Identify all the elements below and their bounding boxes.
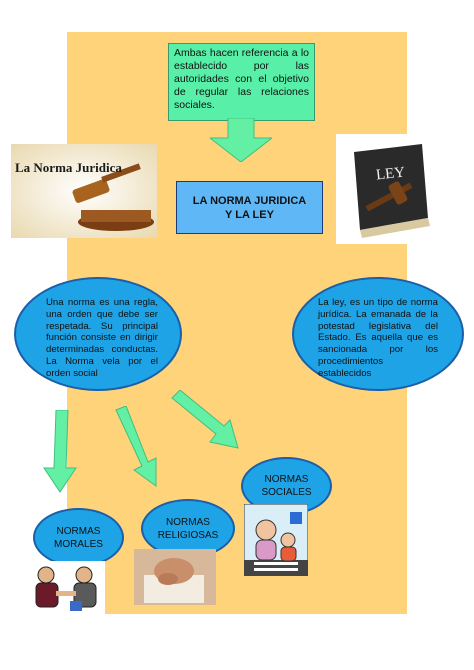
summary-box: Ambas hacen referencia a lo establecido … (168, 43, 315, 121)
norma-juridica-image: La Norma Juridica (11, 144, 157, 238)
down-arrow-icon (210, 118, 272, 162)
norma-juridica-caption: La Norma Juridica (15, 160, 122, 175)
norma-definition-ellipse: Una norma es una regla, una orden que de… (14, 277, 182, 391)
arrow-to-sociales-icon (171, 390, 239, 449)
normas-morales-label: NORMAS MORALES (54, 525, 103, 550)
normas-morales-image (26, 561, 105, 617)
diagram-title: LA NORMA JURIDICA Y LA LEY (176, 181, 323, 234)
ley-book-image: LEY (336, 134, 440, 244)
title-line-2: Y LA LEY (225, 208, 274, 221)
normas-religiosas-image (134, 549, 216, 605)
arrow-to-religiosas-icon (115, 406, 157, 487)
normas-religiosas-label: NORMAS RELIGIOSAS (157, 516, 219, 541)
normas-morales-ellipse: NORMAS MORALES (33, 508, 124, 567)
normas-sociales-image (244, 504, 308, 576)
normas-sociales-label: NORMAS SOCIALES (261, 474, 312, 498)
arrow-to-morales-icon (43, 410, 77, 493)
title-line-1: LA NORMA JURIDICA (192, 194, 307, 207)
ley-definition-ellipse: La ley, es un tipo de norma jurídica. La… (292, 277, 464, 391)
ley-caption: LEY (375, 164, 406, 184)
